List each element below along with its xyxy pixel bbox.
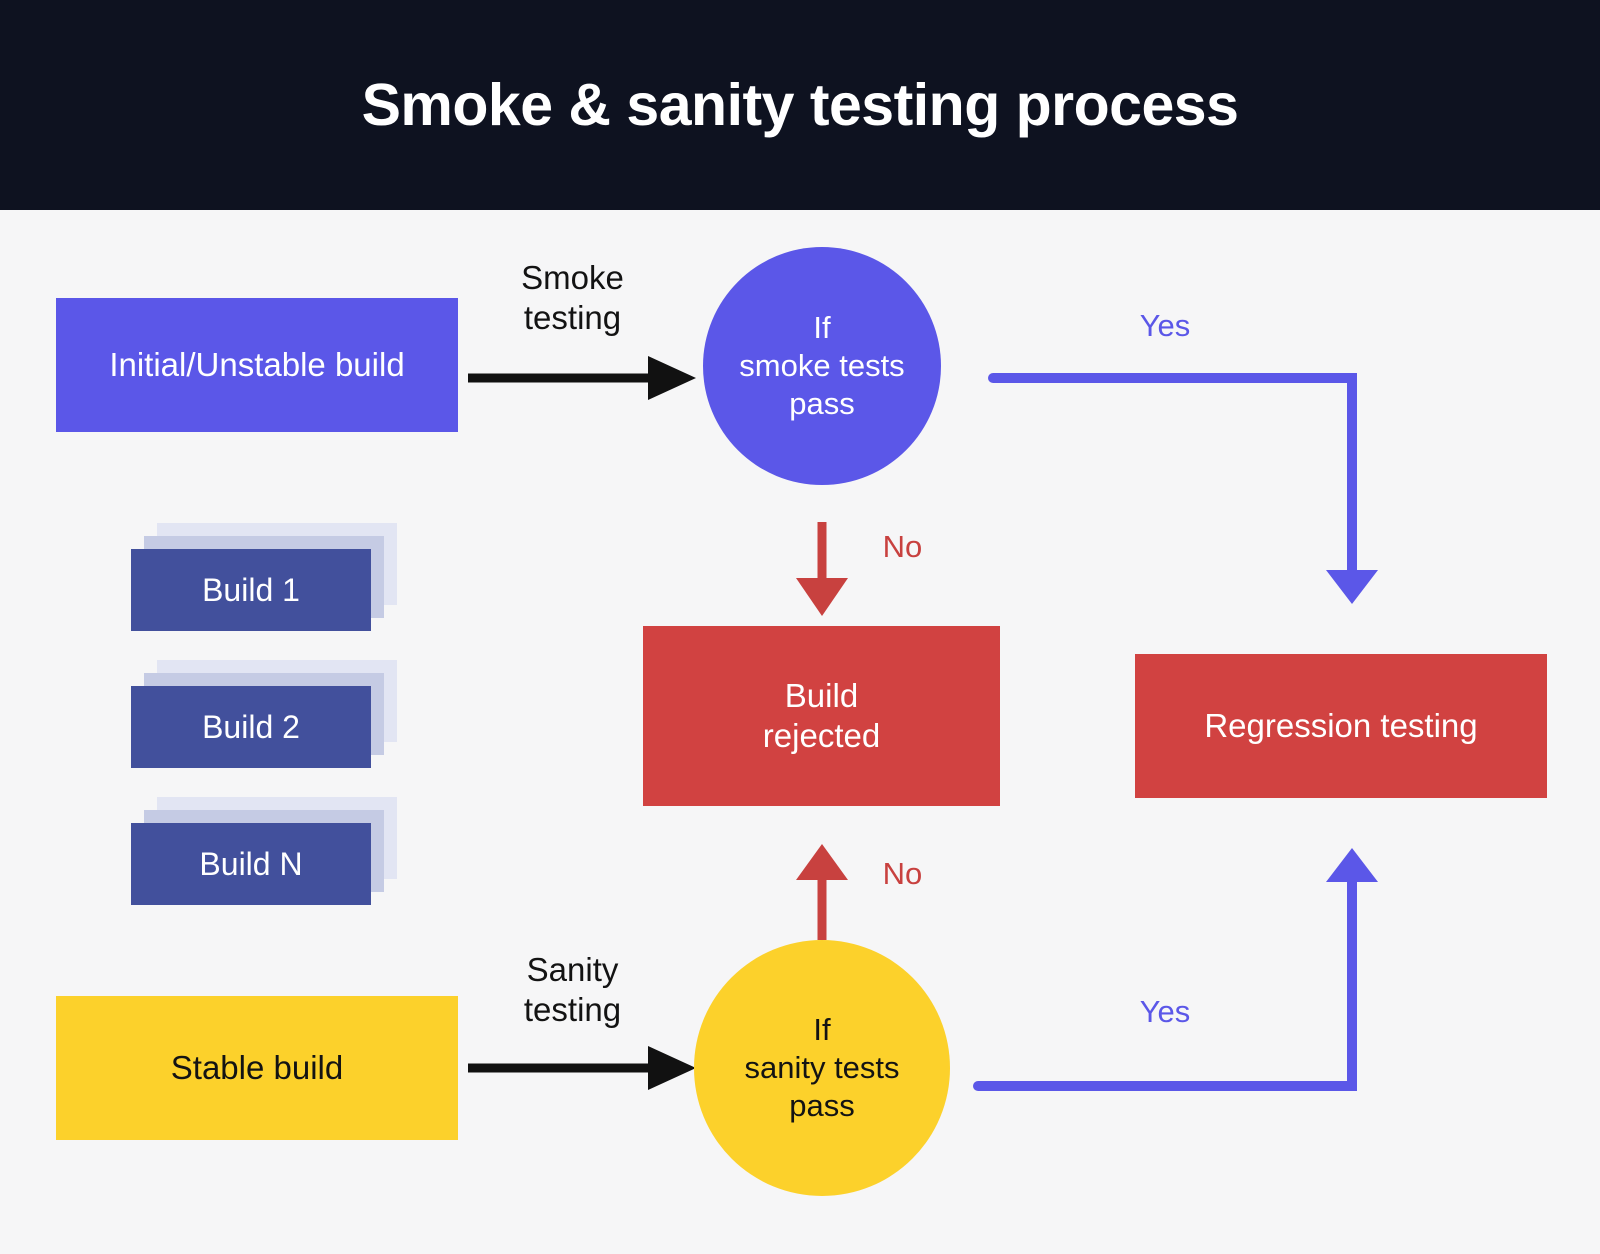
node-smoke-decision[interactable]: If smoke tests pass — [703, 247, 941, 485]
edge-label-smoke-no: No — [882, 529, 923, 564]
build-1-front: Build 1 — [131, 549, 371, 631]
page-header: Smoke & sanity testing process — [0, 0, 1600, 210]
build-2-front: Build 2 — [131, 686, 371, 768]
node-build-rejected-label: Build rejected — [762, 676, 881, 754]
sanity-yes-arrow — [973, 848, 1378, 1091]
sanity-testing-arrow — [468, 1046, 696, 1090]
node-stable-build[interactable]: Stable build — [56, 996, 458, 1140]
node-build-1[interactable]: Build 1 — [131, 523, 397, 631]
smoke-yes-arrow — [988, 373, 1378, 604]
edge-label-smoke-testing: Smoke testing — [521, 259, 624, 337]
node-initial-unstable-build-label: Initial/Unstable build — [109, 345, 405, 383]
edge-label-sanity-testing: Sanity testing — [523, 951, 622, 1029]
node-initial-unstable-build[interactable]: Initial/Unstable build — [56, 298, 458, 432]
smoke-no-arrow — [796, 522, 848, 616]
sanity-no-arrow — [796, 844, 848, 940]
node-stable-build-label: Stable build — [170, 1048, 344, 1086]
node-build-n[interactable]: Build N — [131, 797, 397, 905]
node-build-rejected[interactable]: Build rejected — [643, 626, 1000, 806]
edge-label-sanity-yes: Yes — [1139, 994, 1191, 1029]
edge-label-sanity-no: No — [882, 856, 923, 891]
edge-label-smoke-yes: Yes — [1139, 308, 1191, 343]
node-smoke-decision-label: If smoke tests pass — [739, 310, 905, 421]
smoke-testing-arrow — [468, 356, 696, 400]
node-build-2[interactable]: Build 2 — [131, 660, 397, 768]
node-regression-testing[interactable]: Regression testing — [1135, 654, 1547, 798]
page-title: Smoke & sanity testing process — [361, 72, 1239, 138]
node-regression-testing-label: Regression testing — [1204, 706, 1478, 744]
node-sanity-decision-label: If sanity tests pass — [744, 1012, 900, 1123]
build-n-front: Build N — [131, 823, 371, 905]
node-sanity-decision[interactable]: If sanity tests pass — [694, 940, 950, 1196]
